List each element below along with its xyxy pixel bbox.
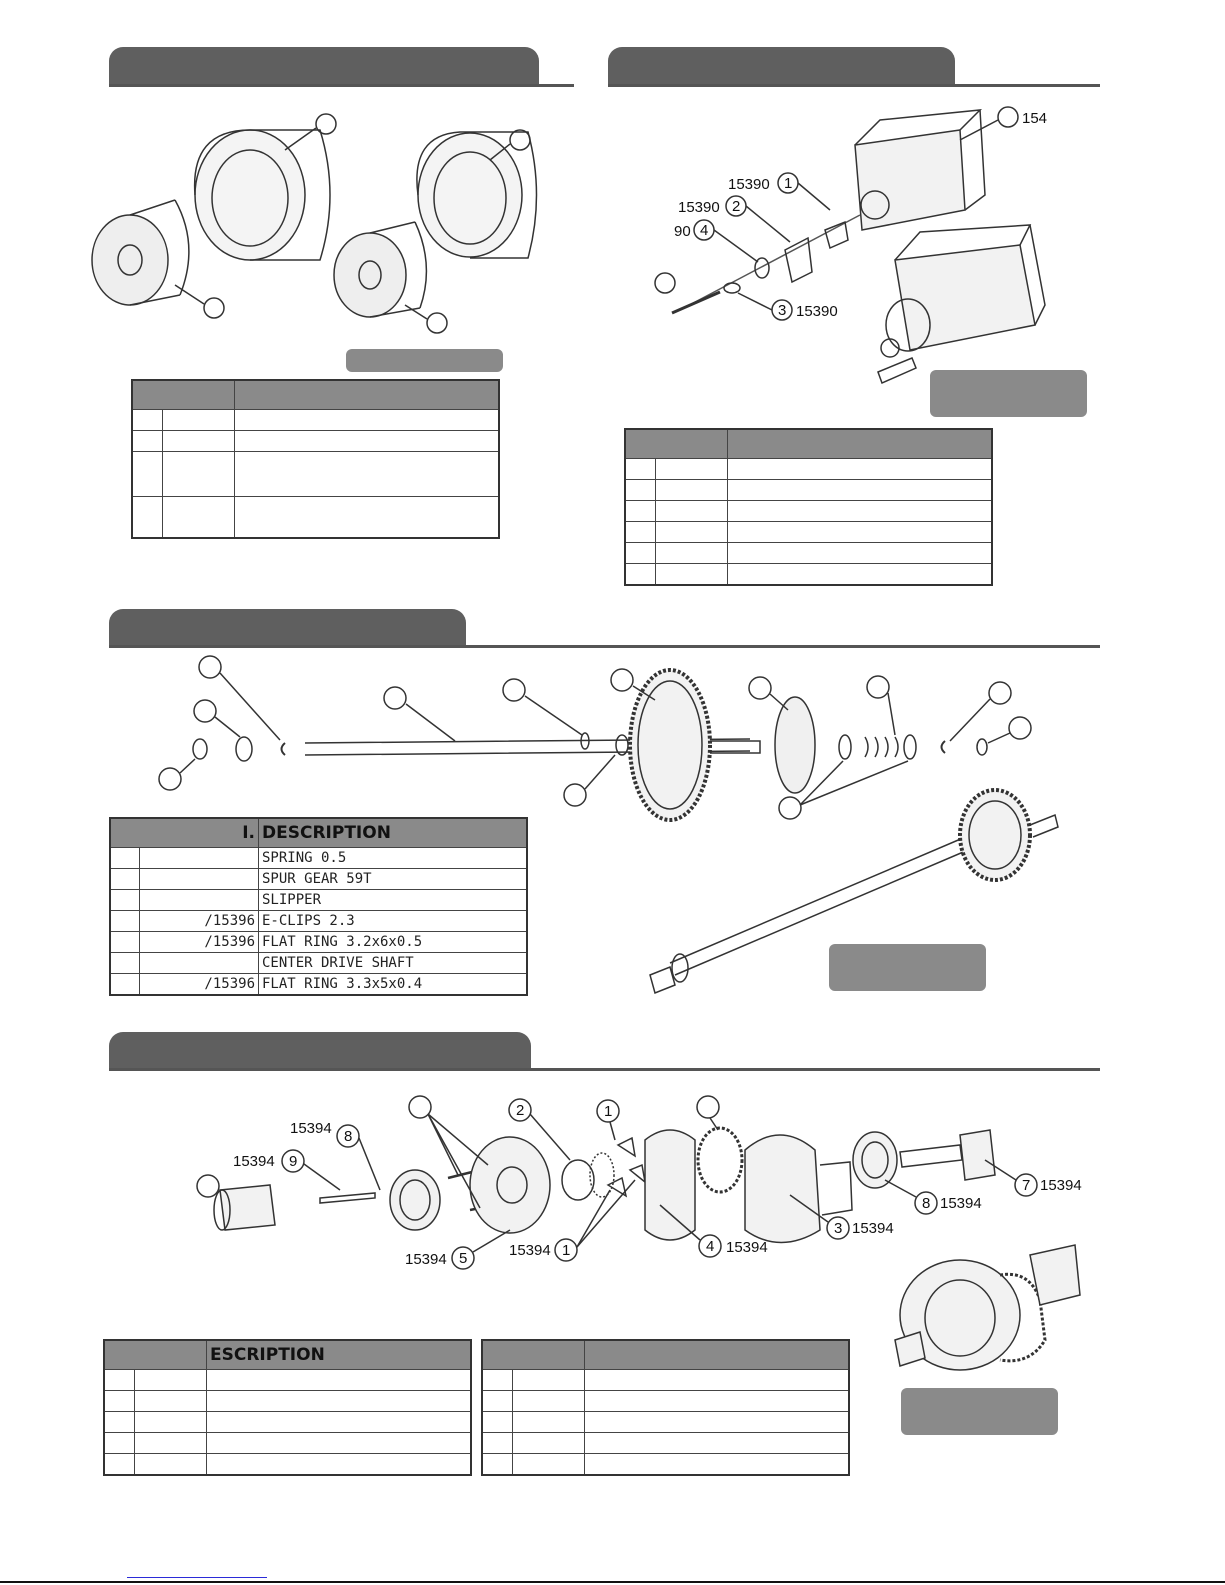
table-row <box>103 1411 472 1433</box>
section-d-parts-table-2 <box>481 1339 850 1476</box>
table-row <box>624 479 993 501</box>
label-15394-1: 15394 <box>509 1242 551 1259</box>
table-row <box>131 451 500 497</box>
wheel-drawing <box>91 113 538 334</box>
callout-1: 1 <box>562 1242 570 1259</box>
table-row <box>481 1390 850 1412</box>
label-15394-7: 15394 <box>1040 1177 1082 1194</box>
table-row <box>481 1432 850 1454</box>
table-row: SLIPPER <box>109 889 528 911</box>
table-row <box>131 409 500 431</box>
callout-8b: 8 <box>922 1195 930 1212</box>
table-row <box>481 1453 850 1476</box>
section-d-badge <box>901 1388 1058 1435</box>
section-b-rule <box>608 84 1100 87</box>
label-15394-9: 15394 <box>233 1153 275 1170</box>
col-header-desc <box>234 379 500 410</box>
table-row <box>481 1369 850 1391</box>
callout-4: 4 <box>700 222 708 239</box>
footer-link-underline[interactable] <box>127 1577 267 1578</box>
table-row <box>624 563 993 586</box>
label-15394-8a: 15394 <box>290 1120 332 1137</box>
callout-1-top: 1 <box>604 1103 612 1120</box>
label-15390-b: 15390 <box>678 199 720 216</box>
callout-3: 3 <box>834 1220 842 1237</box>
callout-4: 4 <box>706 1238 714 1255</box>
section-b-badge <box>930 370 1087 417</box>
section-a-badge <box>346 349 503 372</box>
section-a-rule <box>109 84 574 87</box>
section-a-parts-table <box>131 379 500 539</box>
table-row: SPRING 0.5 <box>109 847 528 869</box>
label-15390-c: 15390 <box>796 303 838 320</box>
callout-2: 2 <box>732 198 740 215</box>
callout-7: 7 <box>1022 1177 1030 1194</box>
callout-1: 1 <box>784 175 792 192</box>
table-row: SPUR GEAR 59T <box>109 868 528 890</box>
label-90: 90 <box>674 223 691 240</box>
section-c-badge <box>829 944 986 991</box>
label-15394-5: 15394 <box>405 1251 447 1268</box>
label-15394-3: 15394 <box>852 1220 894 1237</box>
table-row <box>131 496 500 539</box>
label-154: 154 <box>1022 110 1047 127</box>
callout-8a: 8 <box>344 1128 352 1145</box>
label-15394-4: 15394 <box>726 1239 768 1256</box>
section-d-header-bar <box>109 1032 531 1070</box>
col-header-no <box>103 1339 207 1370</box>
col-header-no: I. <box>109 817 259 848</box>
table-row <box>103 1369 472 1391</box>
drive-shaft-drawing <box>158 655 1059 995</box>
servo-drawing: 15390 15390 90 15390 154 1 2 4 3 <box>654 106 1047 385</box>
callout-2: 2 <box>516 1102 524 1119</box>
col-header-desc: ESCRIPTION <box>206 1339 472 1370</box>
table-row <box>624 521 993 543</box>
table-row <box>481 1411 850 1433</box>
label-15390-a: 15390 <box>728 176 770 193</box>
table-row <box>624 500 993 522</box>
table-row <box>624 458 993 480</box>
section-a-header-bar <box>109 47 539 85</box>
col-header-no <box>131 379 235 410</box>
section-d-rule <box>109 1068 1100 1071</box>
table-row <box>131 430 500 452</box>
table-row <box>103 1390 472 1412</box>
section-c-parts-table: I. DESCRIPTION SPRING 0.5 SPUR GEAR 59T … <box>109 817 528 996</box>
section-c-rule <box>109 645 1100 648</box>
table-row <box>103 1453 472 1476</box>
section-c-header-bar <box>109 609 466 647</box>
page-bottom-rule <box>0 1581 1225 1583</box>
table-row <box>624 542 993 564</box>
callout-9: 9 <box>289 1153 297 1170</box>
callout-3: 3 <box>778 302 786 319</box>
table-row: CENTER DRIVE SHAFT <box>109 952 528 974</box>
assembled-differential-drawing <box>894 1244 1081 1371</box>
callout-5: 5 <box>459 1250 467 1267</box>
table-row <box>103 1432 472 1454</box>
section-b-header-bar <box>608 47 955 85</box>
col-header-desc: DESCRIPTION <box>258 817 528 848</box>
section-d-parts-table-1: ESCRIPTION <box>103 1339 472 1476</box>
label-15394-8b: 15394 <box>940 1195 982 1212</box>
section-b-parts-table <box>624 428 993 586</box>
differential-drawing: 15394 15394 15394 15394 15394 15394 1539… <box>196 1095 1082 1270</box>
